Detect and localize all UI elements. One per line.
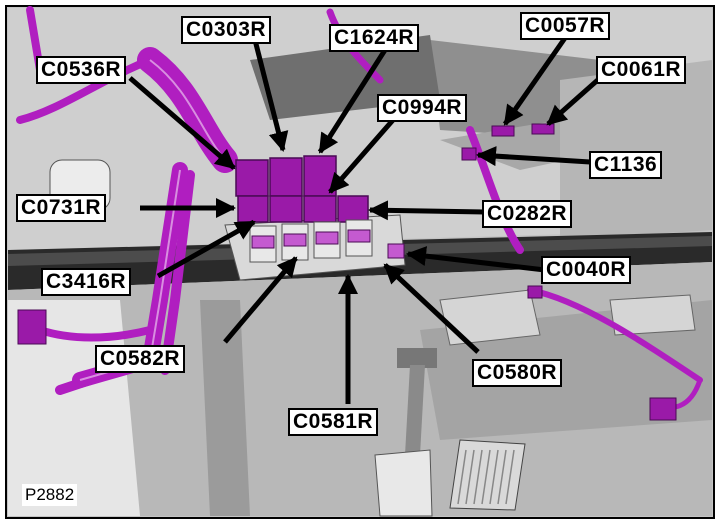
callout-c0536r: C0536R (36, 56, 127, 84)
callout-c0580r: C0580R (472, 359, 563, 387)
callout-c0061r: C0061R (596, 56, 687, 84)
connector-c0994r (303, 195, 337, 223)
connector-c0303r (269, 157, 303, 197)
fuse-box (17, 123, 677, 421)
callout-c0282r: C0282R (482, 200, 573, 228)
connector-c0731r (237, 195, 269, 223)
connector-left (17, 309, 47, 345)
callout-c0994r: C0994R (377, 94, 468, 122)
leader-lines (128, 36, 602, 404)
callout-c1624r: C1624R (329, 24, 420, 52)
connector-right (649, 397, 677, 421)
connector-c0536r (235, 159, 269, 197)
callout-c1136: C1136 (589, 151, 663, 179)
connector-c0057r (491, 125, 515, 137)
callout-c0582r: C0582R (95, 345, 186, 373)
callout-c0040r: C0040R (541, 256, 632, 284)
callout-c0731r: C0731R (16, 194, 107, 222)
accelerator-pedal (449, 439, 526, 511)
brake-pedal (374, 449, 433, 517)
connector-c0731r-b (269, 195, 303, 223)
pedal-spring (397, 348, 437, 368)
callout-c0581r: C0581R (288, 408, 379, 436)
callout-c0303r: C0303R (181, 16, 272, 44)
figure-id: P2882 (22, 484, 78, 506)
callout-c0057r: C0057R (520, 12, 611, 40)
connector-c0282r (337, 195, 369, 223)
connector-c0061r (531, 123, 555, 135)
connector-c1136 (461, 147, 477, 161)
callout-c3416r: C3416R (41, 268, 132, 296)
bracket-a (439, 289, 541, 346)
